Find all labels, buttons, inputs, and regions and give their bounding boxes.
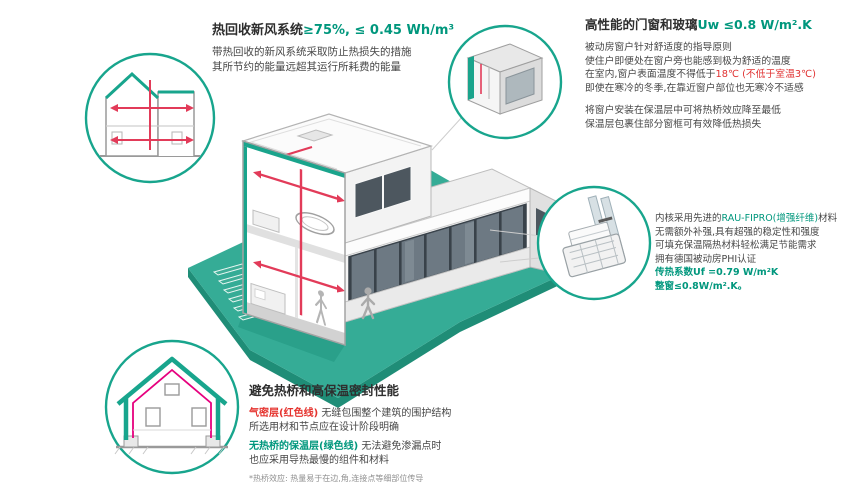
- profile-line3: 可填充保温隔热材料轻松满足节能需求: [655, 240, 817, 252]
- windows-title-value: Uw ≤0.8 W/m².K: [697, 17, 812, 32]
- airtight-layer-line: [132, 368, 212, 438]
- leader-lines: [431, 115, 542, 263]
- house-shadow: [238, 313, 345, 362]
- hrv-title-text: 热回收新风系统: [212, 23, 304, 38]
- window-profile-icon: [562, 195, 627, 278]
- hrv-house-icon: [100, 71, 200, 157]
- windows-callout: 高性能的门窗和玻璃Uw ≤0.8 W/m².K 被动房窗户针对舒适度的指导原则 …: [585, 14, 861, 132]
- profile-line1-post: 材料: [818, 213, 838, 224]
- person-inside: [315, 290, 327, 326]
- insulation-wall-lines: [123, 398, 221, 440]
- ventilation-ducts: [261, 168, 337, 316]
- windows-line3-temp: 18℃: [715, 69, 739, 81]
- insulation-layer-left: [243, 146, 247, 315]
- thermal-airtight-line: 气密层(红色线) 无缝包围整个建筑的围护结构: [249, 407, 589, 421]
- insulation-layer-top: [243, 141, 345, 178]
- hrv-body-line2: 其所节约的能量远超其运行所耗费的能量: [212, 61, 401, 73]
- hrv-callout: 热回收新风系统≥75%, ≤ 0.45 Wh/m³ 带热回收的新风系统采取防止热…: [212, 19, 582, 75]
- airflow-arrows: [253, 170, 345, 293]
- airtight-house-icon: [114, 356, 228, 455]
- person-outside: [360, 287, 376, 320]
- profile-detail-circle: [536, 185, 652, 301]
- profile-uf-value: 传热系数Uf =0.79 W/m²K: [655, 267, 779, 279]
- airtight-rest: 无缝包围整个建筑的围护结构: [318, 408, 452, 419]
- glass-facade: [344, 187, 531, 323]
- spacer: [585, 95, 861, 104]
- hrv-title: 热回收新风系统≥75%, ≤ 0.45 Wh/m³: [212, 19, 582, 38]
- hrv-body-line1: 带热回收的新风系统采取防止热损失的措施: [212, 46, 412, 58]
- profile-line1-pre: 内核采用先进的: [655, 213, 722, 224]
- window-detail-circle: [447, 24, 563, 140]
- hrv-duct-lines: [118, 80, 186, 150]
- windows-line6: 保温层包裹住部分窗框可有效降低热损失: [585, 118, 762, 130]
- profile-callout: 内核采用先进的RAU-FIPRO(增强纤维)材料 无需额外补强,具有超强的稳定性…: [655, 212, 863, 294]
- hrv-detail-circle: [84, 52, 216, 184]
- thermal-bridge-line: 无热桥的保温层(绿色线) 无法避免渗漏点时: [249, 440, 589, 454]
- windows-line3: 在室内,窗户表面温度不得低于18℃ (不低于室温3℃): [585, 68, 861, 82]
- bridge-label: 无热桥的保温层(绿色线): [249, 441, 359, 452]
- thermal-callout: 避免热桥和高保温密封性能 气密层(红色线) 无缝包围整个建筑的围护结构 所选用材…: [249, 380, 589, 486]
- bathtub: [295, 212, 335, 236]
- window-corner-icon: [466, 43, 544, 115]
- hrv-title-value: ≥75%, ≤ 0.45 Wh/m³: [303, 23, 455, 38]
- thermal-detail-circle: [104, 339, 240, 475]
- bridge-rest: 无法避免渗漏点时: [358, 441, 442, 452]
- main-house-illustration: [240, 113, 557, 346]
- thermal-title: 避免热桥和高保温密封性能: [249, 383, 400, 398]
- insulation-roof-line: [116, 356, 228, 406]
- profile-line4: 拥有德国被动房PHI认证: [655, 253, 757, 265]
- thermal-footnote: *热桥效应: 热量易于在边,角,连接点等细部位传导: [249, 474, 424, 483]
- profile-line1: 内核采用先进的RAU-FIPRO(增强纤维)材料: [655, 212, 863, 226]
- upper-storey-wall: [344, 145, 432, 244]
- profile-uw-value: 整窗≤0.8W/m².K。: [655, 280, 748, 292]
- windows-line5: 将窗户安装在保温层中可将热桥效应降至最低: [585, 105, 781, 117]
- windows-line3-note: (不低于室温3℃): [738, 69, 816, 81]
- windows-title-text: 高性能的门窗和玻璃: [585, 17, 698, 32]
- cutaway-section: [242, 140, 346, 346]
- airtight-label: 气密层(红色线): [249, 408, 319, 419]
- windows-line3-pre: 在室内,窗户表面温度不得低于: [585, 69, 716, 81]
- windows-line2: 使住户即便处在窗户旁也能感到极为舒适的温度: [585, 55, 791, 67]
- windows-title: 高性能的门窗和玻璃Uw ≤0.8 W/m².K: [585, 14, 861, 33]
- hrv-airflow-arrows: [110, 104, 194, 144]
- profile-line1-brand: RAU-FIPRO(增强纤维): [721, 213, 819, 224]
- windows-line1: 被动房窗户针对舒适度的指导原则: [585, 42, 732, 53]
- thermal-bridge-line2: 也应采用导热最慢的组件和材料: [249, 455, 389, 466]
- profile-line2: 无需额外补强,具有超强的稳定性和强度: [655, 226, 820, 238]
- thermal-airtight-line2: 所选用材和节点应在设计阶段明确: [249, 422, 399, 433]
- windows-line4: 即使在寒冷的冬季,在靠近窗户部位也无寒冷不适感: [585, 82, 804, 94]
